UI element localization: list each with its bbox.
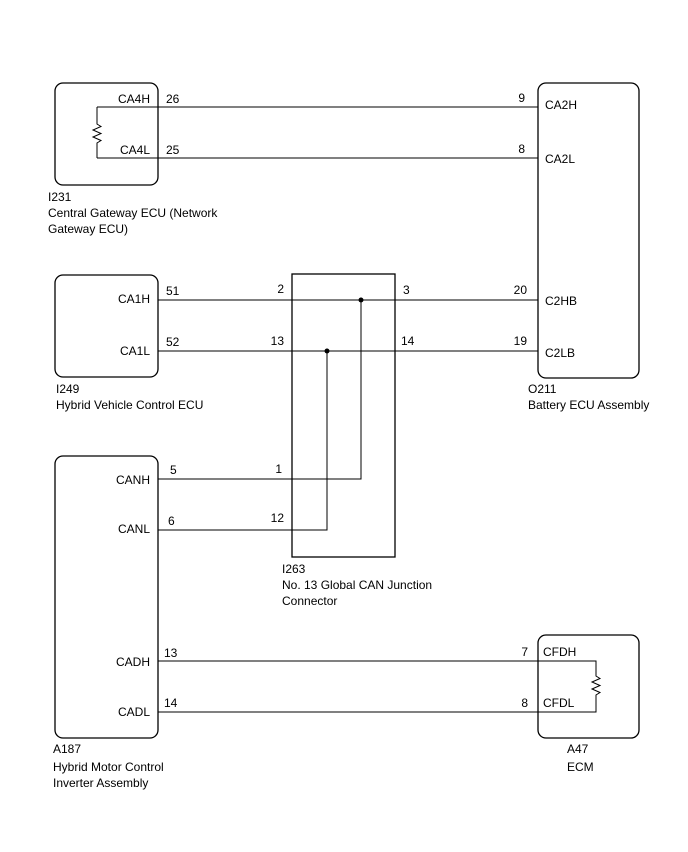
a187-name-line1: Hybrid Motor Control xyxy=(53,760,164,774)
pin-label-ca2h: CA2H xyxy=(545,98,577,112)
a187-box xyxy=(54,455,159,739)
pin-label-ca2l: CA2L xyxy=(545,152,575,166)
pin-label-cfdh: CFDH xyxy=(543,645,576,659)
wire-canl-junction xyxy=(158,351,328,531)
a187-id: A187 xyxy=(53,742,81,756)
pin-label-canh: CANH xyxy=(116,473,150,487)
i231-box xyxy=(54,82,159,186)
pin-label-c2lb: C2LB xyxy=(545,346,575,360)
pin-number-8-ecm: 8 xyxy=(521,696,528,710)
pin-number-52: 52 xyxy=(166,335,180,349)
pin-label-ca1l: CA1L xyxy=(120,344,150,358)
i263-name-line2: Connector xyxy=(282,594,337,608)
i231-name-line2: Gateway ECU) xyxy=(48,222,128,236)
junction-pin-13: 13 xyxy=(271,334,285,348)
pin-number-9: 9 xyxy=(518,91,525,105)
pin-number-7: 7 xyxy=(521,645,528,659)
o211-box xyxy=(537,82,640,379)
pin-label-ca1h: CA1H xyxy=(118,292,150,306)
a47-id: A47 xyxy=(567,742,589,756)
i263-id: I263 xyxy=(282,562,306,576)
o211-id: O211 xyxy=(528,382,557,396)
junction-pin-3: 3 xyxy=(403,283,410,297)
pin-number-14: 14 xyxy=(164,696,178,710)
junction-dot-high xyxy=(358,297,364,303)
i263-box xyxy=(291,273,396,558)
a187-name-line2: Inverter Assembly xyxy=(53,776,148,790)
pin-number-26: 26 xyxy=(166,92,180,106)
i249-box xyxy=(54,274,159,378)
o211-name-line1: Battery ECU Assembly xyxy=(528,398,649,412)
i231-termination-resistor xyxy=(91,107,103,158)
pin-number-51: 51 xyxy=(166,284,180,298)
junction-pin-14: 14 xyxy=(401,334,415,348)
pin-number-20: 20 xyxy=(514,283,528,297)
pin-number-25: 25 xyxy=(166,143,180,157)
pin-label-c2hb: C2HB xyxy=(545,294,577,308)
i249-name-line1: Hybrid Vehicle Control ECU xyxy=(56,398,203,412)
pin-number-5: 5 xyxy=(170,463,177,477)
pin-number-13: 13 xyxy=(164,646,178,660)
pin-number-6: 6 xyxy=(168,514,175,528)
pin-label-cadh: CADH xyxy=(116,655,150,669)
i231-id: I231 xyxy=(48,190,72,204)
a47-box xyxy=(537,634,640,739)
i249-id: I249 xyxy=(56,382,80,396)
pin-number-19: 19 xyxy=(514,334,528,348)
junction-pin-1: 1 xyxy=(275,462,282,476)
junction-pin-2: 2 xyxy=(277,282,284,296)
pin-number-8: 8 xyxy=(518,142,525,156)
a47-termination-resistor xyxy=(538,660,602,713)
i231-name-line1: Central Gateway ECU (Network xyxy=(48,206,218,220)
junction-dot-low xyxy=(324,348,330,354)
pin-label-cfdl: CFDL xyxy=(543,696,575,710)
wire-canh-junction xyxy=(158,300,362,480)
pin-label-canl: CANL xyxy=(118,522,150,536)
junction-pin-12: 12 xyxy=(271,511,285,525)
a47-name-line1: ECM xyxy=(567,760,594,774)
pin-label-cadl: CADL xyxy=(118,705,150,719)
pin-label-ca4h: CA4H xyxy=(118,92,150,106)
i263-name-line1: No. 13 Global CAN Junction xyxy=(282,578,432,592)
pin-label-ca4l: CA4L xyxy=(120,143,150,157)
